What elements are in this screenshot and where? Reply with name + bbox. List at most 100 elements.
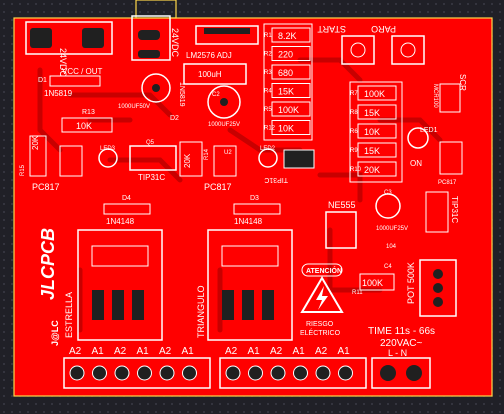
resistor-ref: R3 [264,70,272,76]
terminal-left-hole [69,365,85,381]
logo-text: JLCPCB [38,228,58,300]
terminal-left-hole [182,365,197,381]
tip3-label: TIP31C [450,196,459,223]
dc-jack [131,15,171,61]
resistor-ref: R5 [264,107,272,113]
estrella-label: ESTRELLA [64,292,74,338]
r14-value: 20K [183,153,192,168]
start-label: START [317,24,346,34]
dc-label: 24VDC [58,48,68,78]
cap1-outline [141,73,171,103]
tip3-outline [425,191,449,233]
board-copper [14,18,492,396]
d1-value: 1N5819 [44,89,73,98]
d3-value: 1N4148 [234,217,263,226]
terminal-right-hole [248,365,263,381]
warning-triangle-icon [300,276,344,313]
r13-outline [61,117,113,133]
resistor-value: 100K [278,105,299,115]
terminal-left-label: A1 [137,346,150,357]
paro-label: PARO [371,24,396,34]
pc817-left [59,145,83,177]
triangulo-label: TRIANGULO [196,285,206,338]
on-label: ON [410,159,422,168]
resistor-value: 15K [278,87,294,97]
resistor-r1 [271,27,311,43]
r11-ref: R11 [352,290,363,296]
resistor-r10 [357,161,397,177]
pot-outline [419,259,457,317]
pc817a-label: PC817 [32,182,60,192]
r15-outline [29,135,47,177]
riesgo-label: RIESGO [306,321,334,328]
d1-ref: D1 [38,77,47,84]
led1-label: LED1 [420,127,438,134]
ln-label: L - N [388,348,407,358]
q5-outline [129,145,177,171]
resistor-r4 [271,83,311,98]
relay-triangulo [207,229,293,341]
dc-terminal [25,21,113,55]
scr-outline [439,83,461,113]
r14-outline [179,141,203,177]
q5-label: Q5 [146,140,155,146]
ne555-label: NE555 [328,200,356,210]
pc817-right [439,141,463,175]
resistor-value: 100K [364,89,385,99]
cap555-label: 1000UF25V [376,226,408,232]
terminal-block-right [219,357,367,389]
u2-label: U2 [224,150,232,156]
terminal-right-hole [315,365,331,381]
r11-outline [359,273,395,291]
resistor-ref: R9 [350,148,358,154]
terminal-right-hole [225,365,241,381]
cap3-outline [375,193,401,219]
atencion-label: ATENCIÓN [306,266,342,275]
terminal-left-hole [159,365,175,381]
terminal-left-label: A2 [114,346,127,357]
terminal-left-label: A2 [69,346,82,357]
resistor-ref: R2 [264,52,272,58]
terminal-left-hole [114,365,130,381]
led2-label: LED2 [260,146,276,152]
d3-ref: D3 [250,195,259,202]
relay-estrella [77,229,163,341]
resistor-ref: R8 [350,110,358,116]
d4-outline [103,203,151,215]
led3-label: LED3 [100,146,116,152]
pc817b-label: PC817 [204,182,232,192]
tip1-label: TIP31C [138,173,165,182]
terminal-left-hole [137,365,152,381]
resistor-value: 15K [364,108,380,118]
resistor-r2 [271,46,311,61]
resistor-ref: R7 [350,91,358,97]
r11-value: 100K [362,278,383,288]
resistor-r8 [357,104,397,120]
terminal-left-label: A2 [159,346,172,357]
tip2-label: TIP31C [264,176,288,183]
resistor-ref: R10 [350,167,362,173]
d2-value: 1N5819 [178,82,185,107]
resistor-r3 [271,64,311,80]
r15-value: 20K [31,135,40,150]
mains-label: 220VAC~ [380,338,423,349]
resistor-column-left [263,23,313,141]
logo-prefix: J@LC [50,320,60,346]
paro-button [391,35,425,65]
resistor-ref: R1 [264,33,272,39]
inductor-label: 100uH [198,70,222,79]
pc817c-label: PC817 [438,180,457,186]
resistor-value: 15K [364,146,380,156]
r13-ref: R13 [82,109,95,116]
ne555-outline [325,211,357,249]
cap2-outline [207,85,241,119]
dc2-label: 24VDC [170,28,180,58]
d4-ref: D4 [122,195,131,202]
terminal-right-label: A2 [225,346,238,357]
terminal-left-label: A1 [182,346,195,357]
vcc-label: VCC / OUT [62,67,103,76]
terminal-left-label: A1 [92,346,105,357]
tip2-body [283,149,315,169]
